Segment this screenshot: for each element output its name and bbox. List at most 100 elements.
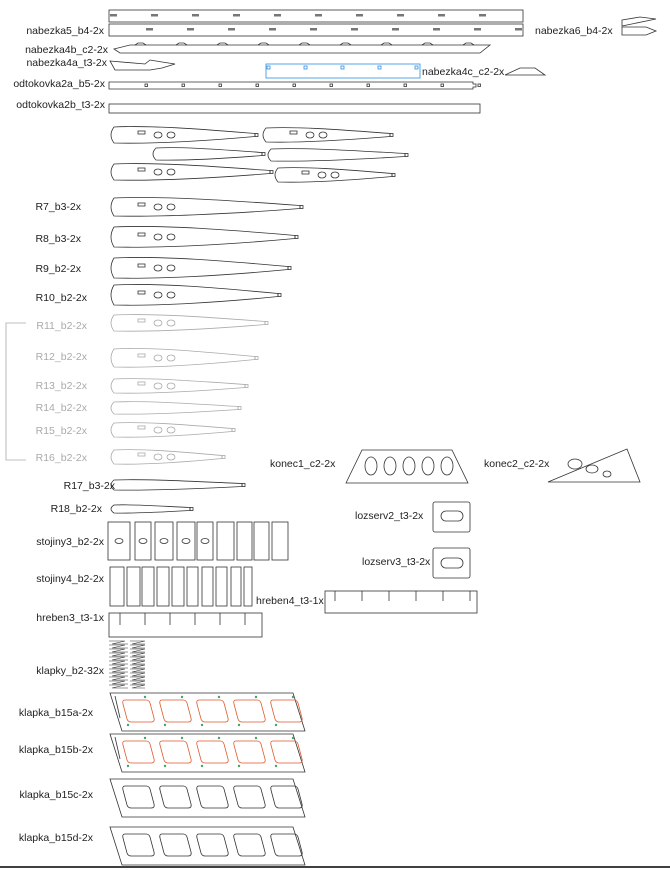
spar-slot: [289, 130, 298, 135]
part-rib-r18[interactable]: [110, 504, 191, 514]
part-odtokovka2a[interactable]: [108, 81, 477, 90]
registration-mark: [291, 695, 295, 699]
part-rib-r14[interactable]: [110, 401, 239, 415]
part-rib-r7[interactable]: [110, 197, 301, 217]
part-lozserv2[interactable]: [432, 501, 471, 533]
rib-tab: [241, 483, 246, 487]
part-stojina4[interactable]: [186, 566, 199, 607]
part-lozserv3[interactable]: [432, 547, 471, 579]
tab-slot: [274, 14, 281, 17]
part-rib-e[interactable]: [110, 163, 271, 181]
lightening-hole: [153, 131, 163, 139]
part-rib-r8[interactable]: [110, 226, 296, 248]
konec2-hole: [567, 458, 583, 470]
part-klapky-piece[interactable]: [109, 656, 146, 661]
part-klapky-piece[interactable]: [109, 644, 146, 649]
tab-slot: [479, 14, 486, 17]
part-konec1[interactable]: [345, 449, 469, 484]
part-stojina4[interactable]: [201, 566, 214, 607]
lightening-hole: [166, 319, 176, 327]
part-klapky-piece[interactable]: [109, 652, 146, 657]
part-konec2[interactable]: [547, 448, 641, 483]
tab-slot: [292, 83, 296, 87]
part-stojina4[interactable]: [215, 566, 228, 607]
part-rib-f[interactable]: [274, 167, 393, 183]
part-klapka-b15d[interactable]: [109, 826, 306, 866]
part-nabezka4c[interactable]: [504, 67, 547, 76]
part-stojina3[interactable]: [176, 521, 196, 561]
part-klapky-piece[interactable]: [109, 672, 146, 677]
part-klapky-piece[interactable]: [109, 648, 146, 653]
part-stojina3[interactable]: [107, 521, 131, 561]
part-nabezka4b[interactable]: [113, 44, 492, 54]
notch: [257, 42, 270, 46]
part-rib-d[interactable]: [267, 148, 406, 162]
lightening-hole: [330, 171, 340, 179]
lightening-hole: [317, 171, 327, 179]
part-stojina3[interactable]: [154, 521, 174, 561]
flap-window: [270, 699, 303, 723]
lightening-hole: [166, 426, 176, 434]
part-rib-r10[interactable]: [110, 284, 279, 306]
registration-mark: [163, 723, 167, 727]
part-klapky-piece[interactable]: [109, 676, 146, 681]
part-rib-c[interactable]: [152, 147, 263, 161]
part-klapky-piece[interactable]: [109, 640, 146, 645]
part-stojina3[interactable]: [134, 521, 152, 561]
part-rib-r13[interactable]: [110, 378, 246, 394]
label-stojiny3: stojiny3_b2-2x: [36, 536, 104, 548]
part-rib-a[interactable]: [110, 126, 256, 144]
tab-slot: [366, 83, 370, 87]
part-stojina4[interactable]: [243, 566, 253, 607]
label-nabezka4a: nabezka4a_t3-2x: [26, 57, 107, 69]
part-rib-b[interactable]: [262, 127, 391, 143]
part-rib-r15[interactable]: [110, 422, 233, 438]
part-stojina4[interactable]: [230, 566, 242, 607]
part-stojina3[interactable]: [271, 521, 289, 561]
part-hreben4[interactable]: [324, 590, 478, 614]
part-stojina4[interactable]: [141, 566, 155, 607]
part-stojina4[interactable]: [109, 566, 125, 607]
rib-tab: [404, 153, 409, 157]
part-stojina3[interactable]: [216, 521, 235, 561]
part-odtokovka2b[interactable]: [108, 103, 481, 114]
part-klapka-b15b[interactable]: [109, 733, 306, 773]
part-rib-r9[interactable]: [110, 257, 289, 279]
part-stojina3[interactable]: [236, 521, 253, 561]
part-stojina3[interactable]: [196, 521, 214, 561]
lightening-hole: [166, 291, 176, 299]
part-stojina4[interactable]: [156, 566, 170, 607]
part-klapky-piece[interactable]: [109, 684, 146, 689]
part-klapky-piece[interactable]: [109, 664, 146, 669]
part-stojina3[interactable]: [253, 521, 270, 561]
part-nabezka5-bottom[interactable]: [108, 23, 524, 37]
part-rib-r12[interactable]: [110, 348, 256, 368]
part-rib-r11[interactable]: [110, 314, 266, 332]
lightening-hole: [153, 233, 163, 241]
label-hreben3: hreben3_t3-1x: [36, 612, 104, 624]
lightening-hole: [153, 291, 163, 299]
flap-window: [233, 699, 266, 723]
lightening-hole: [166, 382, 176, 390]
registration-mark: [237, 723, 241, 727]
part-nabezka4a[interactable]: [109, 59, 176, 71]
part-stojina4[interactable]: [126, 566, 141, 607]
part-klapky-piece[interactable]: [109, 680, 146, 685]
part-nabezka5-top[interactable]: [108, 9, 524, 23]
part-rib-r16[interactable]: [110, 449, 223, 465]
tab-slot: [397, 14, 404, 17]
part-rib-r17[interactable]: [110, 479, 243, 491]
part-stojina4[interactable]: [171, 566, 185, 607]
part-nabezka4c-selected[interactable]: [265, 63, 421, 79]
registration-mark: [217, 736, 221, 740]
part-klapky-piece[interactable]: [109, 668, 146, 673]
part-hreben3[interactable]: [108, 612, 263, 638]
rib-tab: [231, 428, 236, 432]
spar-slot: [137, 318, 146, 323]
part-nabezka6[interactable]: [621, 16, 658, 36]
part-klapka-b15a[interactable]: [109, 692, 306, 732]
tab-slot: [414, 65, 419, 70]
part-klapka-b15c[interactable]: [109, 778, 306, 818]
part-klapky-piece[interactable]: [109, 660, 146, 665]
